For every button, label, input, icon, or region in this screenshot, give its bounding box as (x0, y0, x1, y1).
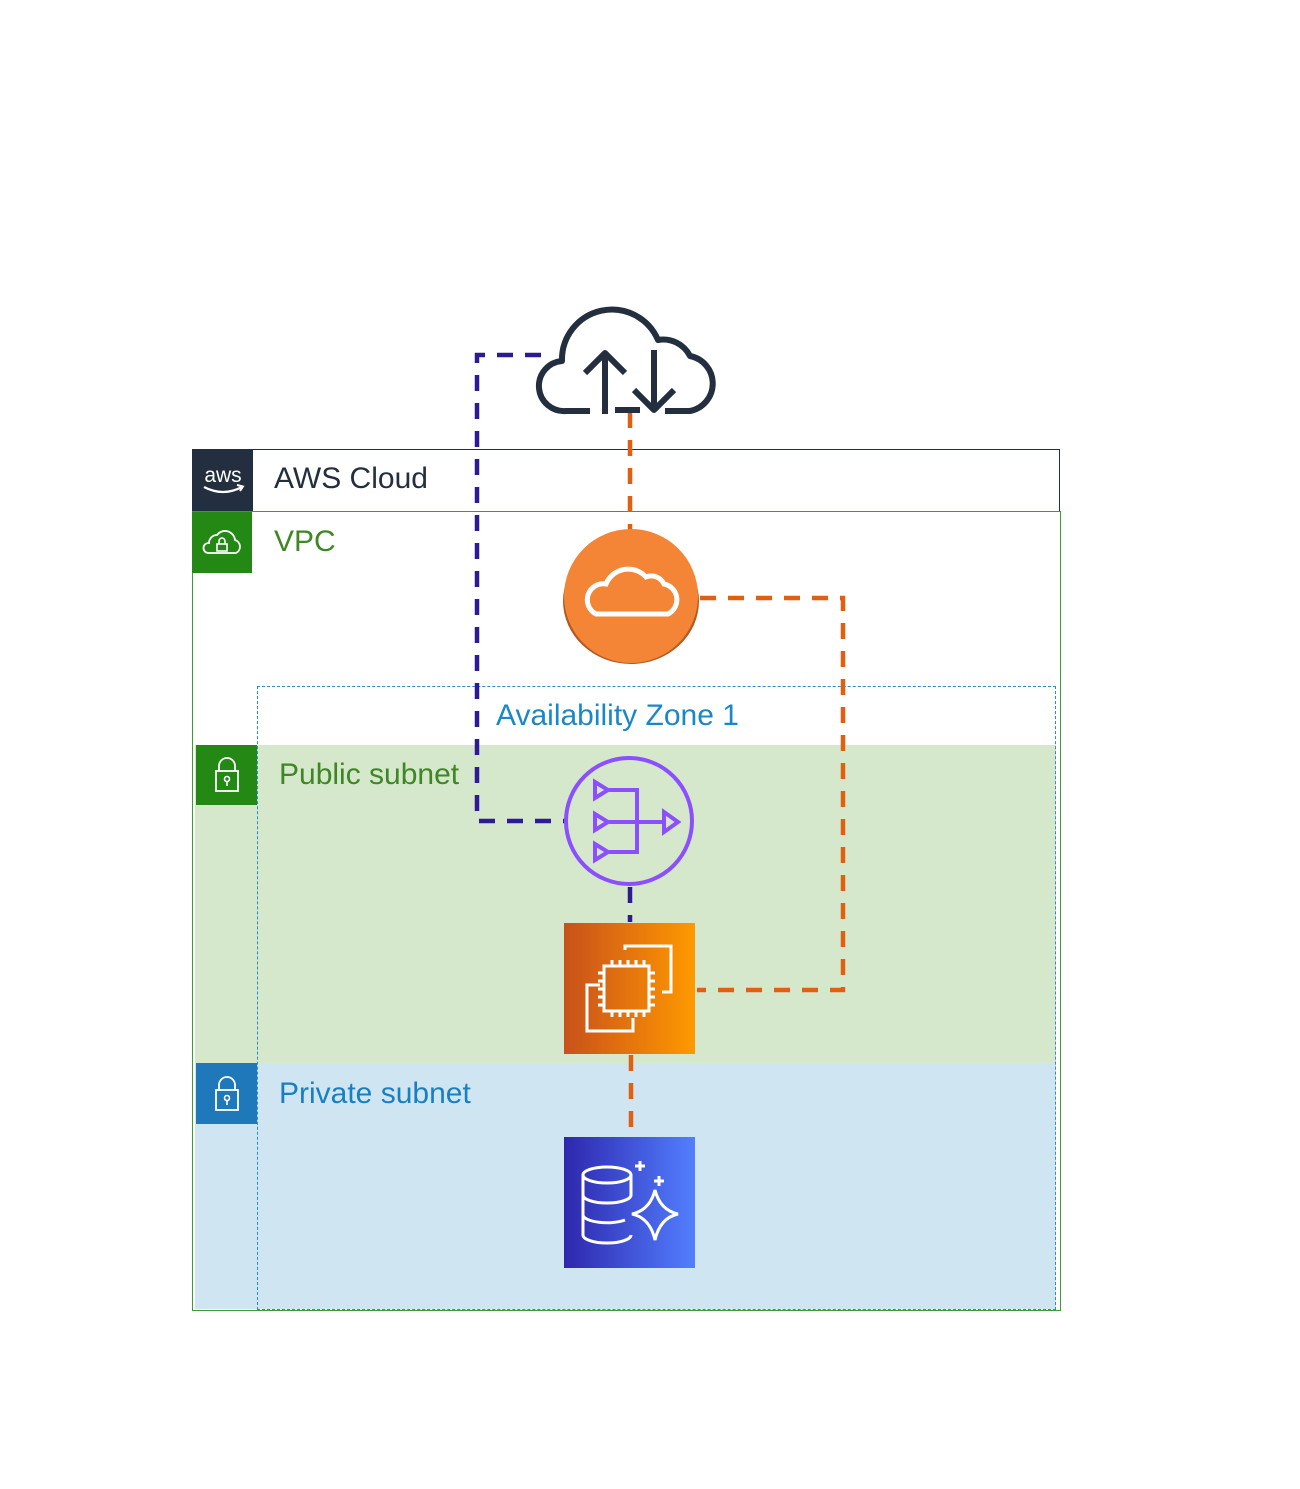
internet-cloud-upload-download-icon[interactable] (535, 306, 716, 415)
public-subnet-label: Public subnet (279, 758, 460, 791)
edge-internet-gateway-to-ec2[interactable] (697, 595, 846, 993)
edge-internet-to-nat-gateway[interactable] (474, 352, 566, 824)
aws-logo-icon: aws (192, 449, 253, 511)
private-subnet-lock-icon (196, 1063, 257, 1124)
internet-gateway-icon[interactable] (563, 529, 699, 664)
aws-cloud-label: AWS Cloud (274, 462, 428, 495)
private-subnet-label: Private subnet (279, 1077, 471, 1110)
svg-text:aws: aws (204, 464, 241, 487)
vpc-cloud-lock-icon (192, 512, 252, 573)
availability-zone-group (257, 686, 1056, 1310)
ec2-instance-icon[interactable] (564, 923, 695, 1054)
aws-cloud-group (192, 449, 1060, 511)
availability-zone-label: Availability Zone 1 (496, 699, 739, 732)
nat-gateway-icon[interactable] (564, 756, 694, 886)
public-subnet-lock-icon (196, 745, 257, 805)
vpc-group (192, 511, 1061, 1311)
aurora-database-icon[interactable] (564, 1137, 695, 1268)
vpc-label: VPC (274, 525, 336, 558)
